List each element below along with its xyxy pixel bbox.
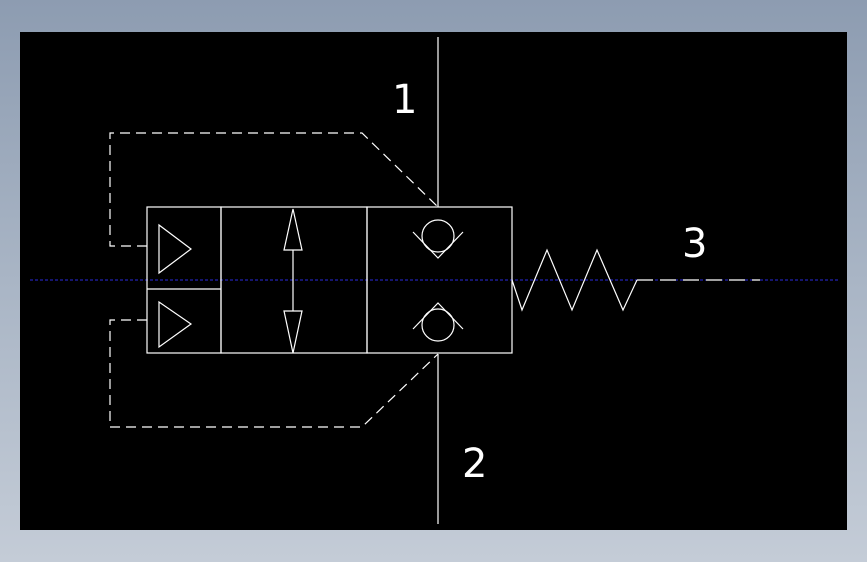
port-3-label: 3 bbox=[682, 221, 708, 267]
valve-body bbox=[146, 206, 513, 354]
pilot-triangle-icon bbox=[158, 223, 193, 349]
port-1-label: 1 bbox=[392, 77, 418, 123]
pilot-box bbox=[146, 206, 222, 354]
port-2-label: 2 bbox=[462, 441, 488, 487]
double-arrow-icon bbox=[283, 208, 303, 354]
lower-pilot-line bbox=[109, 319, 439, 428]
valve-schematic bbox=[30, 37, 840, 524]
check-valve-icon bbox=[412, 219, 464, 259]
spring-icon bbox=[511, 248, 638, 312]
upper-pilot-line bbox=[109, 132, 439, 247]
drawing-canvas[interactable]: 1 2 3 bbox=[20, 32, 847, 530]
check-valve-icon-lower bbox=[412, 302, 464, 342]
